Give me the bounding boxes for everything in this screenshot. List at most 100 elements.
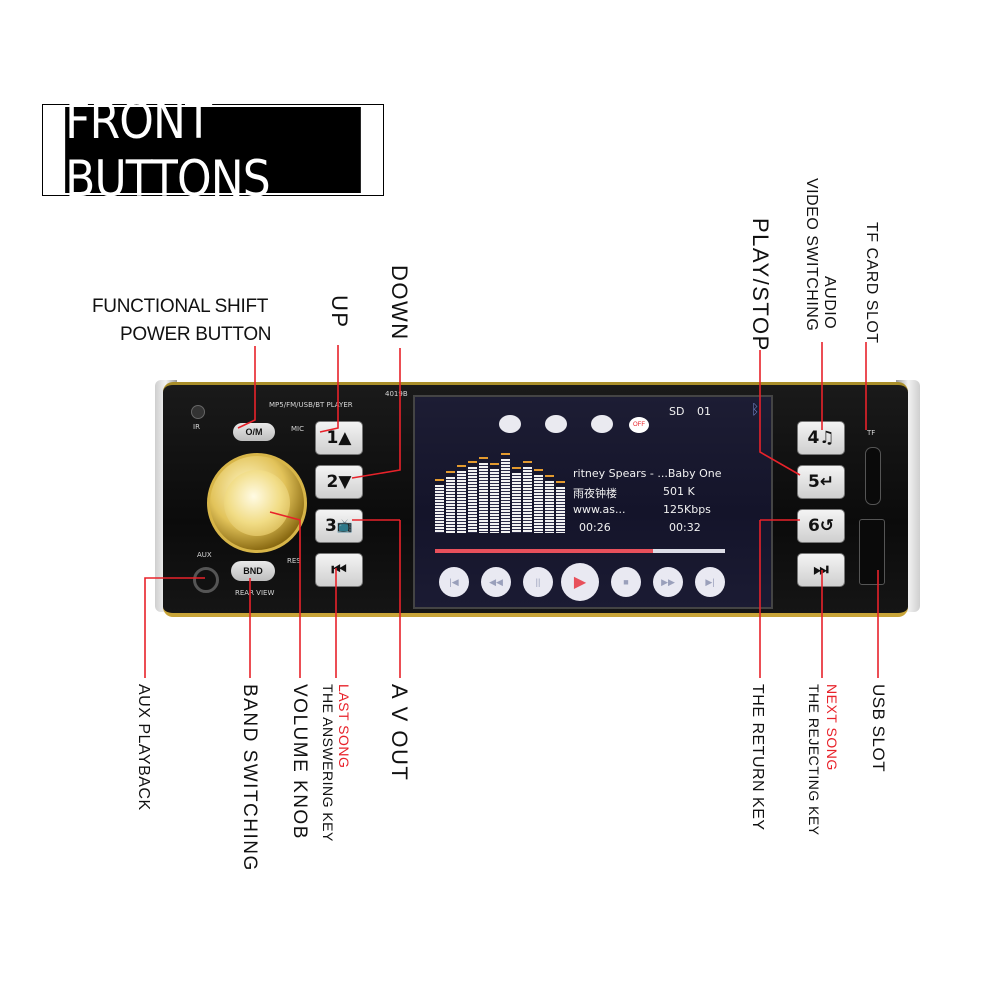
faceplate: 4019B MP5/FM/USB/BT PLAYER IR MIC O/M AU… <box>163 382 908 617</box>
equalizer-peak <box>545 475 554 477</box>
label-play-stop: PLAY/STOP <box>748 218 773 352</box>
label-answering-key: THE ANSWERING KEY <box>320 684 336 842</box>
screen-stop-icon[interactable]: ■ <box>611 567 641 597</box>
line-down <box>351 348 401 479</box>
label-functional-shift: FUNCTIONAL SHIFT <box>92 296 269 317</box>
line-volume-branch <box>269 511 301 521</box>
button-5-play[interactable]: 5↵ <box>797 465 845 499</box>
equalizer-bar <box>523 467 532 533</box>
equalizer-bar <box>501 459 510 533</box>
band-button[interactable]: BND <box>231 561 275 581</box>
equalizer-peak <box>446 471 455 473</box>
equalizer-peak <box>534 469 543 471</box>
mic-label: MIC <box>291 425 304 433</box>
tf-card-slot[interactable] <box>865 447 881 505</box>
button-1-up[interactable]: 1▲ <box>315 421 363 455</box>
album-name: 雨夜钟楼 <box>573 487 617 500</box>
equalizer-bar <box>534 475 543 533</box>
elapsed-time: 00:26 <box>579 521 611 534</box>
screen-play-icon[interactable]: ▶ <box>561 563 599 601</box>
label-rejecting-key: THE REJECTING KEY <box>806 684 822 836</box>
label-av-out: A V OUT <box>387 684 412 782</box>
status-sd: SD <box>669 405 685 418</box>
file-size: 501 K <box>663 485 695 498</box>
equalizer-peak <box>479 457 488 459</box>
equalizer-peak <box>435 479 444 481</box>
button-prev[interactable]: ⏮ <box>315 553 363 587</box>
screen-dot-icon <box>545 415 567 433</box>
usb-slot[interactable] <box>859 519 885 585</box>
screen-rewind-icon[interactable]: ◀◀ <box>481 567 511 597</box>
equalizer-peak <box>512 467 521 469</box>
screen-first-icon[interactable]: |◀ <box>439 567 469 597</box>
res-label: RES <box>287 557 301 565</box>
screen-last-icon[interactable]: ▶| <box>695 567 725 597</box>
equalizer-bar <box>490 469 499 533</box>
tv-icon: 📺 <box>336 518 354 534</box>
equalizer-peak <box>501 453 510 455</box>
button-4-audio[interactable]: 4♫ <box>797 421 845 455</box>
button-next[interactable]: ⏭ <box>797 553 845 587</box>
tf-label: TF <box>867 429 876 437</box>
model-number: 4019B <box>385 390 408 398</box>
display-screen: OFF SD 01 ᛒ ritney Spears - ...Baby One … <box>413 395 773 609</box>
button-2-down[interactable]: 2▼ <box>315 465 363 499</box>
bluetooth-icon: ᛒ <box>751 401 760 417</box>
off-badge: OFF <box>629 417 649 433</box>
button-6-return[interactable]: 6↺ <box>797 509 845 543</box>
label-aux-playback: AUX PLAYBACK <box>135 684 152 811</box>
line-up <box>319 345 339 433</box>
aux-jack[interactable] <box>193 567 219 593</box>
source-url: www.as... <box>573 503 626 516</box>
progress-fill <box>435 549 653 553</box>
label-last-song: LAST SONG <box>336 684 352 769</box>
screen-pause-icon[interactable]: || <box>523 567 553 597</box>
equalizer-peak <box>457 465 466 467</box>
label-audio: AUDIO <box>821 276 838 330</box>
ir-label: IR <box>193 423 200 431</box>
equalizer-bar <box>446 477 455 533</box>
equalizer-peak <box>490 463 499 465</box>
status-track: 01 <box>697 405 711 418</box>
screen-dot-icon <box>499 415 521 433</box>
equalizer-bar <box>556 487 565 533</box>
equalizer-bar <box>479 463 488 533</box>
equalizer-peak <box>556 481 565 483</box>
label-next-song: NEXT SONG <box>824 684 840 771</box>
button-3-av[interactable]: 3📺 <box>315 509 363 543</box>
label-return-key: THE RETURN KEY <box>749 684 766 831</box>
equalizer-bar <box>512 473 521 533</box>
line-play <box>759 350 801 476</box>
label-volume-knob: VOLUME KNOB <box>289 684 310 840</box>
equalizer-peak <box>468 461 477 463</box>
label-down: DOWN <box>387 265 412 341</box>
power-button[interactable]: O/M <box>233 423 275 441</box>
label-band-switching: BAND SWITCHING <box>239 684 260 872</box>
label-up: UP <box>327 295 352 329</box>
label-power-button: POWER BUTTON <box>120 324 272 345</box>
line-power <box>237 346 256 429</box>
label-video-switching: VIDEO SWITCHING <box>803 178 820 332</box>
equalizer-bar <box>468 467 477 533</box>
equalizer-bar <box>435 485 444 533</box>
label-usb-slot: USB SLOT <box>869 684 888 773</box>
ir-sensor-icon <box>191 405 205 419</box>
line-aux <box>144 577 205 678</box>
equalizer-peak <box>523 461 532 463</box>
progress-bar[interactable] <box>435 549 725 553</box>
equalizer-bar <box>457 471 466 533</box>
volume-knob-cap <box>224 470 290 536</box>
volume-knob[interactable] <box>207 453 307 553</box>
aux-label: AUX <box>197 551 212 559</box>
button-3-label: 3 <box>324 516 337 536</box>
screen-forward-icon[interactable]: ▶▶ <box>653 567 683 597</box>
song-title: ritney Spears - ...Baby One <box>573 467 722 480</box>
equalizer-bar <box>545 481 554 533</box>
car-stereo: 4019B MP5/FM/USB/BT PLAYER IR MIC O/M AU… <box>155 378 920 618</box>
bitrate: 125Kbps <box>663 503 711 516</box>
device-subtitle: MP5/FM/USB/BT PLAYER <box>269 401 353 409</box>
rear-view-label: REAR VIEW <box>235 589 275 597</box>
total-time: 00:32 <box>669 521 701 534</box>
screen-dot-icon <box>591 415 613 433</box>
